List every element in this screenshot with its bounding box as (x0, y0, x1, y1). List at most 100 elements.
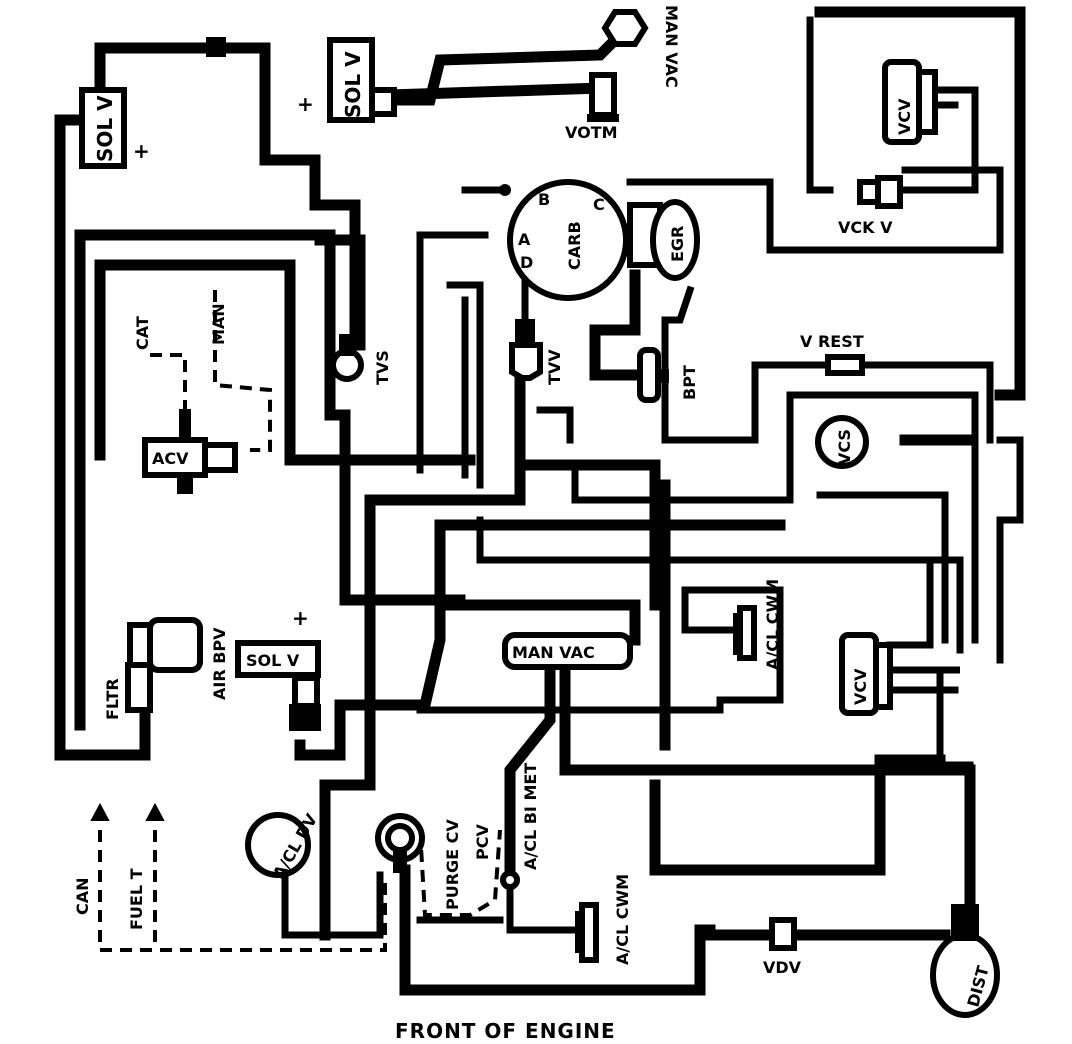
hose-left-outer (54, 42, 221, 761)
hose-tvs-right (314, 234, 366, 351)
can-fuel-t-arrows: CAN FUEL T (73, 802, 165, 930)
acl-cwm-bottom: A/CL CWM (575, 874, 632, 965)
fltr-label: FLTR (103, 678, 122, 720)
hose-carb-c (626, 166, 1004, 254)
hose-acl-dv-to-bottom (281, 856, 384, 939)
plus-sign-3: + (292, 606, 309, 630)
man-vac-fitting-top: MAN VAC (601, 5, 681, 88)
hose-dashed-bottom (98, 830, 387, 952)
air-bpv: AIR BPV (127, 617, 229, 700)
acl-bi-met: A/CL BI MET (500, 763, 540, 890)
vcs: VCS (815, 415, 869, 469)
carburetor: CARB A B C D (499, 179, 629, 301)
can-arrow-icon (90, 802, 110, 821)
hose-vcv-loop-right (901, 86, 979, 194)
man-vac-top-label: MAN VAC (662, 5, 681, 88)
sol-v-top: SOL V + (297, 37, 397, 123)
man-vac-block: MAN VAC (502, 632, 633, 670)
hose-vcv-loop-left (806, 16, 834, 194)
hose-dashed-man (213, 290, 272, 452)
hose-top-sol-v-to-tvs (219, 42, 361, 351)
hose-tvv-down (514, 374, 661, 611)
acl-cwm-mid-label: A/CL CWM (763, 579, 782, 670)
hose-mid-horizontal-6 (666, 556, 934, 649)
sol-v-top-left: SOL V + (79, 37, 226, 169)
hose-mid-horizontal-5 (816, 491, 949, 644)
hose-man-vac-down (504, 664, 556, 886)
hose-carb-a (416, 231, 489, 474)
carb-port-c: C (593, 195, 605, 214)
pcv-label: PCV (473, 824, 492, 860)
man-label: MAN (209, 303, 228, 345)
vdv-label: VDV (763, 958, 802, 977)
hose-man-vac-top-link (444, 599, 641, 646)
hose-purge-cv (399, 864, 716, 996)
sol-v-mid: SOL V + (235, 606, 321, 731)
egr-valve: EGR (627, 199, 700, 281)
hose-left-inner (74, 229, 466, 731)
acl-cwm-mid: A/CL CWM (733, 579, 782, 670)
hose-mid-horizontal-1 (364, 464, 526, 606)
carb-port-b: B (538, 190, 550, 209)
bpt-label: BPT (680, 365, 699, 400)
vdv: VDV (763, 917, 802, 977)
hose-acl-cwm-mid (416, 586, 784, 714)
purge-cv-label: PURGE CV (443, 819, 462, 910)
tvs-label: TVS (373, 350, 392, 385)
hose-dashed-purge (418, 829, 502, 917)
hose-tvv-right-bend (536, 406, 574, 444)
distributor: DIST (930, 904, 1000, 1018)
acl-cwm-bottom-label: A/CL CWM (613, 874, 632, 965)
plus-sign-2: + (297, 92, 314, 116)
acl-dv: A/CL DV (245, 810, 321, 882)
vcv-mid-label: VCV (851, 668, 870, 705)
vcv-top: VCV (882, 59, 938, 145)
carb-port-d: D (520, 253, 533, 272)
sol-v-top-left-label: SOL V (93, 95, 117, 162)
hose-egr-right (661, 285, 994, 444)
hose-bimet-to-cwm (506, 876, 584, 934)
vcv-top-label: VCV (895, 98, 914, 135)
hose-egr-to-bpt (589, 269, 646, 381)
carb-label: CARB (565, 221, 584, 270)
hose-dashed-cat (150, 353, 187, 410)
man-vac-block-label: MAN VAC (512, 643, 595, 662)
vacuum-hoses (54, 6, 1026, 996)
cat-label: CAT (133, 316, 152, 350)
votm: VOTM (565, 72, 619, 142)
v-rest: V REST (800, 332, 865, 376)
vck-v: VCK V (838, 175, 903, 237)
carb-port-a: A (518, 230, 531, 249)
egr-label: EGR (668, 226, 687, 262)
hose-dist (699, 764, 976, 906)
hose-cat-loop (94, 259, 476, 466)
hose-left-pipe (446, 281, 484, 489)
acl-bi-met-label: A/CL BI MET (521, 763, 540, 870)
hose-right-edge (996, 436, 1024, 664)
vcs-label: VCS (835, 429, 854, 465)
votm-label: VOTM (565, 123, 618, 142)
tvv: TVV (509, 319, 564, 385)
acv-label: ACV (152, 449, 189, 468)
can-label: CAN (73, 877, 92, 915)
front-of-engine-caption: FRONT OF ENGINE (395, 1019, 616, 1043)
pcv-valve (375, 813, 425, 873)
hose-center-down (649, 754, 946, 876)
air-filter: FLTR (103, 662, 153, 720)
fuel-t-label: FUEL T (127, 868, 146, 930)
vcv-mid: VCV (839, 632, 893, 716)
air-bpv-label: AIR BPV (210, 627, 229, 700)
hose-vcv-top-right (814, 6, 1026, 401)
acv: ACV (142, 409, 238, 494)
tvs: TVS (330, 334, 392, 385)
tvv-label: TVV (545, 349, 564, 385)
hose-right-vcv (886, 666, 974, 769)
sol-v-top-label: SOL V (341, 51, 365, 118)
hose-votm (384, 82, 606, 101)
hose-man-vac-top (394, 27, 628, 106)
vck-v-label: VCK V (838, 218, 893, 237)
bpt: BPT (637, 347, 699, 403)
hose-man-vac-left (294, 524, 446, 761)
hose-bottom-left (319, 594, 376, 941)
